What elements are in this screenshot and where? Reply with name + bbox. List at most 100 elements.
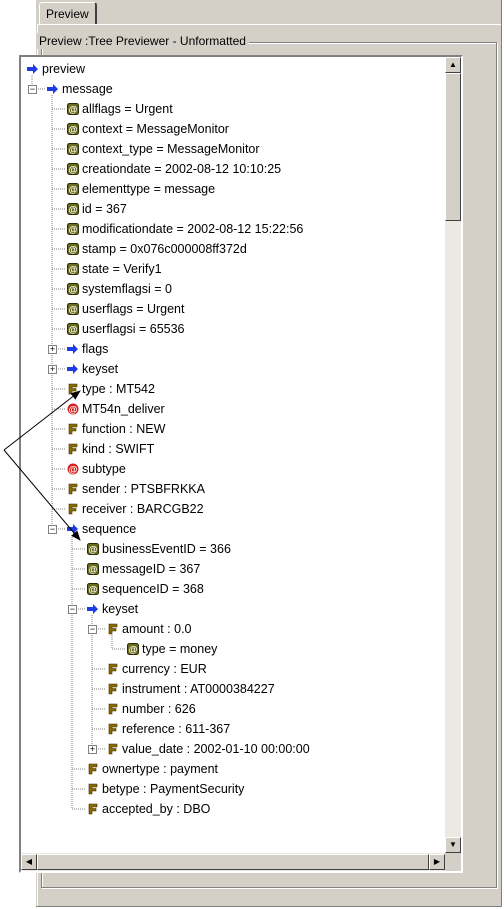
tree-node[interactable]: amount : 0.0	[107, 619, 192, 639]
arrow-icon	[67, 361, 79, 374]
svg-text:@: @	[69, 405, 78, 415]
tree-node[interactable]: @context = MessageMonitor	[67, 119, 229, 139]
tree-node-label: state = Verify1	[82, 262, 162, 276]
tree-node[interactable]: sender : PTSBFRKKA	[67, 479, 205, 499]
tree-node[interactable]: number : 626	[107, 699, 196, 719]
horizontal-scroll-thumb[interactable]	[37, 854, 429, 870]
tree-node[interactable]: kind : SWIFT	[67, 439, 154, 459]
tree-node[interactable]: flags	[67, 339, 108, 359]
tree-node[interactable]: instrument : AT0000384227	[107, 679, 275, 699]
field-icon	[107, 621, 119, 635]
field-icon	[87, 761, 99, 775]
tree-node-label: stamp = 0x076c000008ff372d	[82, 242, 247, 256]
tree-node[interactable]: @creationdate = 2002-08-12 10:10:25	[67, 159, 281, 179]
tree-node[interactable]: @systemflagsi = 0	[67, 279, 172, 299]
tree-node-label: message	[62, 82, 113, 96]
svg-text:@: @	[69, 105, 78, 115]
tree-node[interactable]: @MT54n_deliver	[67, 399, 165, 419]
tree-node[interactable]: @elementtype = message	[67, 179, 215, 199]
field-icon	[107, 661, 119, 675]
attribute-icon: @	[87, 561, 99, 575]
vertical-scrollbar[interactable]: ▲ ▼	[445, 57, 461, 853]
tree-node[interactable]: accepted_by : DBO	[87, 799, 210, 819]
attribute-icon: @	[87, 581, 99, 595]
tree-node[interactable]: @businessEventID = 366	[87, 539, 231, 559]
tree-node[interactable]: betype : PaymentSecurity	[87, 779, 244, 799]
arrow-left-icon[interactable]: ◀	[21, 854, 37, 870]
tree-node[interactable]: @id = 367	[67, 199, 127, 219]
collapse-icon[interactable]: −	[28, 84, 37, 94]
arrow-icon	[47, 81, 59, 94]
tree-node[interactable]: @context_type = MessageMonitor	[67, 139, 260, 159]
expand-icon[interactable]: +	[48, 364, 57, 374]
collapse-icon[interactable]: −	[88, 624, 97, 634]
tree-node-label: creationdate = 2002-08-12 10:10:25	[82, 162, 282, 176]
tree-node-label: keyset	[102, 602, 139, 616]
tree-node[interactable]: keyset	[67, 359, 118, 379]
tree-node-label: betype : PaymentSecurity	[102, 782, 245, 796]
tree-node[interactable]: @ userflagsi = 65536	[67, 319, 185, 339]
horizontal-scrollbar[interactable]: ◀ ▶	[21, 853, 445, 871]
tree-node[interactable]: @sequenceID = 368	[87, 579, 204, 599]
arrow-icon	[27, 61, 39, 74]
arrow-up-icon[interactable]: ▲	[445, 57, 461, 73]
expand-icon[interactable]: +	[88, 744, 97, 754]
arrow-down-icon[interactable]: ▼	[445, 837, 461, 853]
tree-node-label: subtype	[82, 462, 126, 476]
tree-node[interactable]: @ messageID = 367	[87, 559, 200, 579]
tree-node-label: value_date : 2002-01-10 00:00:00	[122, 742, 310, 756]
tree-node[interactable]: @modificationdate = 2002-08-12 15:22:56	[67, 219, 303, 239]
tree-node[interactable]: keyset	[87, 599, 138, 619]
tree-node[interactable]: @state = Verify1	[67, 259, 162, 279]
tree-node-label: number : 626	[122, 702, 196, 716]
attribute-icon: @	[67, 121, 79, 135]
arrow-right-icon[interactable]: ▶	[429, 854, 445, 870]
tree-node-label: id = 367	[82, 202, 127, 216]
tree-node[interactable]: message	[47, 79, 113, 99]
field-icon	[87, 781, 99, 795]
tree-node-label: sender : PTSBFRKKA	[82, 482, 205, 496]
tree-node-label: type = money	[142, 642, 218, 656]
field-icon	[87, 801, 99, 815]
tree-node[interactable]: reference : 611-367	[107, 719, 230, 739]
attribute-icon: @	[67, 301, 79, 315]
tree-node-label: systemflagsi = 0	[82, 282, 172, 296]
tree-node[interactable]: receiver : BARCGB22	[67, 499, 204, 519]
tree-node[interactable]: preview	[27, 59, 85, 79]
expand-icon[interactable]: +	[48, 344, 57, 354]
field-icon	[67, 381, 79, 395]
tree-node[interactable]: @subtype	[67, 459, 126, 479]
tree-node[interactable]: @allflags = Urgent	[67, 99, 173, 119]
tree-node[interactable]: sequence	[67, 519, 136, 539]
tree-node[interactable]: currency : EUR	[107, 659, 207, 679]
attribute-icon: @	[67, 101, 79, 115]
tree-node[interactable]: type : MT542	[67, 379, 155, 399]
svg-text:@: @	[69, 325, 78, 335]
vertical-scroll-thumb[interactable]	[445, 73, 461, 221]
tree-node[interactable]: @stamp = 0x076c000008ff372d	[67, 239, 247, 259]
tree-node[interactable]: ownertype : payment	[87, 759, 218, 779]
tree-node-label: messageID = 367	[102, 562, 201, 576]
tree-node-label: userflagsi = 65536	[82, 322, 185, 336]
tree-node-label: kind : SWIFT	[82, 442, 155, 456]
svg-text:@: @	[89, 565, 98, 575]
attribute-icon: @	[67, 261, 79, 275]
tree-node[interactable]: function : NEW	[67, 419, 165, 439]
tree-node-label: userflags = Urgent	[82, 302, 185, 316]
tree-node-label: accepted_by : DBO	[102, 802, 211, 816]
svg-text:@: @	[69, 145, 78, 155]
tree-node-label: sequenceID = 368	[102, 582, 204, 596]
tree-node[interactable]: @userflags = Urgent	[67, 299, 184, 319]
collapse-icon[interactable]: −	[68, 604, 77, 614]
tree-node-label: flags	[82, 342, 109, 356]
attribute-icon: @	[67, 141, 79, 155]
field-icon	[107, 741, 119, 755]
tab-preview[interactable]: Preview	[39, 2, 97, 24]
svg-text:@: @	[69, 185, 78, 195]
collapse-icon[interactable]: −	[48, 524, 57, 534]
tree-node[interactable]: @type = money	[127, 639, 217, 659]
tree-node[interactable]: value_date : 2002-01-10 00:00:00	[107, 739, 310, 759]
tree-node-label: keyset	[82, 362, 119, 376]
tree-node-label: sequence	[82, 522, 137, 536]
